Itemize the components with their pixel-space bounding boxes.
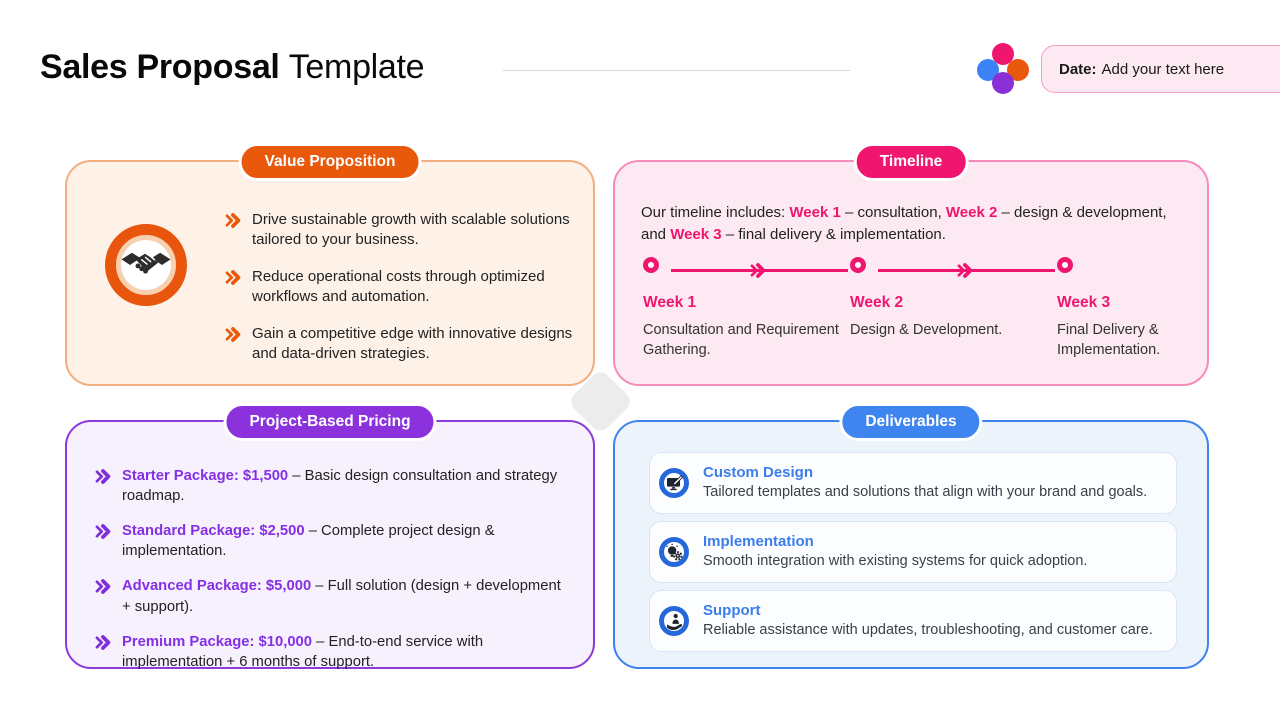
list-item: Reduce operational costs through optimiz…: [224, 267, 596, 308]
timeline-intro: Our timeline includes: Week 1 – consulta…: [641, 202, 1186, 246]
deliverable-desc: Reliable assistance with updates, troubl…: [703, 622, 1153, 639]
intro-highlight: Week 1: [789, 204, 841, 221]
package-desc: – End-to-end service with implementation…: [122, 633, 484, 670]
value-proposition-list: Drive sustainable growth with scalable s…: [224, 210, 596, 380]
double-chevron-icon: [225, 213, 241, 228]
package-price: Premium Package: $10,000: [122, 633, 313, 650]
value-proposition-badge: Value Proposition: [238, 143, 422, 181]
support-hand-icon: [659, 606, 689, 636]
flower-logo-icon: [977, 43, 1029, 94]
pricing-badge: Project-Based Pricing: [223, 403, 437, 441]
arrow-chevron-icon: [750, 263, 766, 278]
timeline-card: Timeline Our timeline includes: Week 1 –…: [613, 143, 1209, 386]
value-proposition-card: Value Proposition Drive sustainable grow…: [65, 143, 596, 386]
list-item: Starter Package: $1,500 – Basic design c…: [94, 466, 571, 506]
pricing-card: Project-Based Pricing Starter Package: $…: [65, 403, 595, 670]
pricing-list: Starter Package: $1,500 – Basic design c…: [94, 466, 571, 687]
list-item: Premium Package: $10,000 – End-to-end se…: [94, 632, 571, 672]
deliverable-title: Support: [703, 602, 761, 620]
arrow-chevron-icon: [957, 263, 973, 278]
deliverable-title: Implementation: [703, 533, 814, 551]
timeline-step: Week 2 Design & Development.: [850, 294, 1046, 340]
package-price: Starter Package: $1,500: [122, 468, 289, 484]
package-price: Advanced Package: $5,000: [122, 578, 312, 595]
timeline-week-label: Week 2: [850, 294, 904, 311]
timeline-step-desc: Final Delivery & Implementation.: [1057, 322, 1161, 358]
page-title-bold: Sales Proposal: [40, 48, 280, 86]
double-chevron-icon: [95, 634, 111, 650]
page-title: Sales Proposal Template: [40, 48, 425, 87]
deliverable-text: Implementation Smooth integration with e…: [703, 533, 1087, 570]
monitor-design-icon: [659, 468, 689, 498]
timeline-connector: [671, 269, 848, 272]
package-desc: – Basic design consultation and strategy…: [122, 468, 558, 505]
deliverable-row: Custom Design Tailored templates and sol…: [649, 452, 1177, 514]
timeline-step: Week 3 Final Delivery & Implementation.: [1057, 294, 1253, 360]
timeline-step-desc: Consultation and Requirement Gathering.: [643, 322, 839, 358]
deliverables-badge: Deliverables: [839, 403, 983, 441]
pricing-text: Advanced Package: $5,000 – Full solution…: [122, 576, 571, 616]
timeline-connector: [878, 269, 1055, 272]
deliverable-title: Custom Design: [703, 464, 814, 482]
date-placeholder: Add your text here: [1101, 60, 1225, 78]
timeline-node-icon: [643, 257, 659, 273]
intro-highlight: Week 2: [945, 204, 998, 221]
bullet-text: Reduce operational costs through optimiz…: [252, 267, 545, 306]
timeline-node-icon: [1057, 257, 1073, 273]
double-chevron-icon: [225, 269, 241, 285]
bulb-gear-icon: [659, 537, 689, 567]
package-desc: – Complete project design & implementati…: [122, 523, 495, 560]
deliverable-row: Support Reliable assistance with updates…: [649, 590, 1177, 652]
title-divider-line: [503, 70, 850, 71]
intro-text: – design & development, and: [641, 204, 1167, 243]
double-chevron-icon: [95, 469, 111, 484]
list-item: Gain a competitive edge with innovative …: [224, 324, 596, 365]
deliverable-text: Custom Design Tailored templates and sol…: [703, 464, 1147, 501]
package-price: Standard Package: $2,500: [122, 523, 305, 540]
list-item: Drive sustainable growth with scalable s…: [224, 210, 596, 251]
deliverable-text: Support Reliable assistance with updates…: [703, 602, 1153, 639]
intro-text: – consultation,: [840, 204, 946, 221]
timeline-node-icon: [850, 257, 866, 273]
intro-text: – final delivery & implementation.: [721, 225, 946, 243]
timeline-week-label: Week 3: [1057, 294, 1111, 311]
intro-highlight: Week 3: [670, 225, 722, 243]
deliverables-list: Custom Design Tailored templates and sol…: [649, 452, 1177, 659]
double-chevron-icon: [225, 326, 241, 342]
timeline-step: Week 1 Consultation and Requirement Gath…: [643, 294, 839, 360]
date-label: Date:: [1059, 60, 1097, 78]
bullet-text: Gain a competitive edge with innovative …: [252, 324, 573, 362]
date-field[interactable]: Date: Add your text here: [1041, 45, 1280, 93]
double-chevron-icon: [95, 579, 111, 595]
list-item: Standard Package: $2,500 – Complete proj…: [94, 521, 571, 561]
deliverable-row: Implementation Smooth integration with e…: [649, 521, 1177, 583]
bullet-text: Drive sustainable growth with scalable s…: [252, 211, 570, 249]
double-chevron-icon: [95, 524, 111, 540]
timeline-step-desc: Design & Development.: [850, 322, 1003, 338]
pricing-text: Starter Package: $1,500 – Basic design c…: [122, 466, 571, 506]
deliverables-card: Deliverables Custom Design Tailored temp…: [613, 403, 1209, 669]
deliverable-desc: Tailored templates and solutions that al…: [703, 484, 1148, 501]
intro-text: Our timeline includes:: [641, 204, 790, 221]
package-desc: – Full solution (design + development + …: [122, 578, 561, 615]
page-title-light: Template: [288, 48, 425, 86]
timeline-week-label: Week 1: [643, 294, 697, 311]
handshake-icon: [105, 224, 187, 306]
list-item: Advanced Package: $5,000 – Full solution…: [94, 576, 571, 616]
pricing-text: Standard Package: $2,500 – Complete proj…: [122, 521, 571, 561]
deliverable-desc: Smooth integration with existing systems…: [703, 553, 1088, 570]
timeline-badge: Timeline: [853, 143, 969, 181]
pricing-text: Premium Package: $10,000 – End-to-end se…: [122, 632, 571, 672]
